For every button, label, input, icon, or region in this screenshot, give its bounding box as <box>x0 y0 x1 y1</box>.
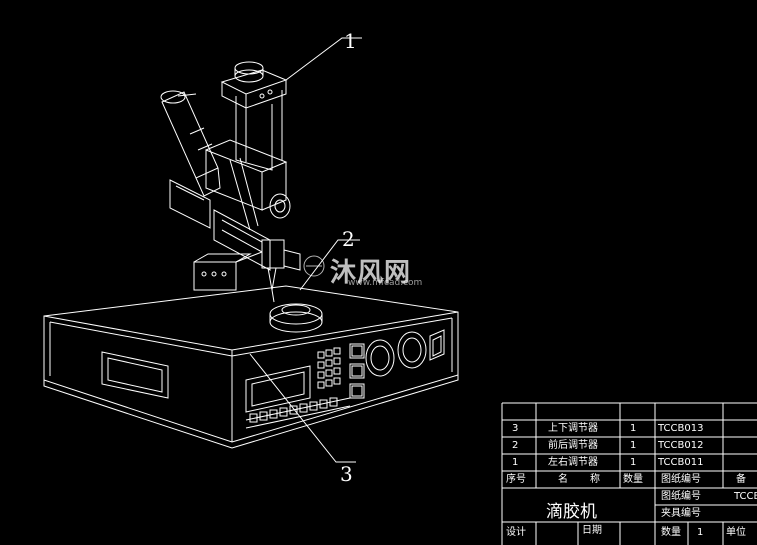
callout-3: 3 <box>340 462 353 486</box>
header-qty: 数量 <box>623 474 643 485</box>
part-name-2: 前后调节器 <box>548 440 598 451</box>
part-qty-3: 1 <box>630 423 637 434</box>
part-name-3: 上下调节器 <box>548 423 598 434</box>
part-no-2: 2 <box>512 440 519 451</box>
header-code: 图纸编号 <box>661 474 701 485</box>
header-name-a: 名 <box>558 474 568 485</box>
header-name-b: 称 <box>590 474 600 485</box>
part-no-3: 3 <box>512 423 519 434</box>
unit-label: 单位 <box>726 527 746 538</box>
product-name: 滴胶机 <box>546 502 597 522</box>
qty-label: 数量 <box>661 527 681 538</box>
leader-lines <box>249 37 362 463</box>
part-code-1: TCCB011 <box>658 457 704 468</box>
watermark-url: www.mfcad.com <box>348 278 423 288</box>
title-block: 3 上下调节器 1 TCCB013 2 前后调节器 1 TCCB012 1 左右… <box>502 403 757 545</box>
part-code-3: TCCB013 <box>658 423 704 434</box>
title-block-grid <box>501 402 757 545</box>
fixture-no-label: 夹具编号 <box>661 508 701 519</box>
part-code-2: TCCB012 <box>658 440 704 451</box>
part-qty-1: 1 <box>630 457 637 468</box>
control-panel <box>245 329 445 429</box>
part-name-1: 左右调节器 <box>548 457 598 468</box>
part-qty-2: 1 <box>630 440 637 451</box>
callout-1: 1 <box>344 29 357 53</box>
qty-value: 1 <box>697 527 704 538</box>
watermark-text: 沐风网 <box>330 258 412 288</box>
callout-2: 2 <box>342 227 355 251</box>
front-display <box>101 351 169 399</box>
drawing-no-label: 图纸编号 <box>661 491 701 502</box>
base-housing <box>43 285 459 449</box>
date-label: 日期 <box>582 525 602 536</box>
header-no: 序号 <box>506 474 526 485</box>
part-no-1: 1 <box>512 457 519 468</box>
dispense-needle <box>193 239 301 303</box>
adjuster-bracket <box>169 139 291 271</box>
drawing-no-value: TCCB <box>734 491 757 502</box>
design-label: 设计 <box>506 527 526 538</box>
watermark-logo <box>303 255 325 277</box>
work-platform <box>269 303 323 333</box>
microscope-tube <box>160 90 221 197</box>
header-remark: 备 <box>736 474 746 485</box>
vertical-column <box>220 61 288 171</box>
